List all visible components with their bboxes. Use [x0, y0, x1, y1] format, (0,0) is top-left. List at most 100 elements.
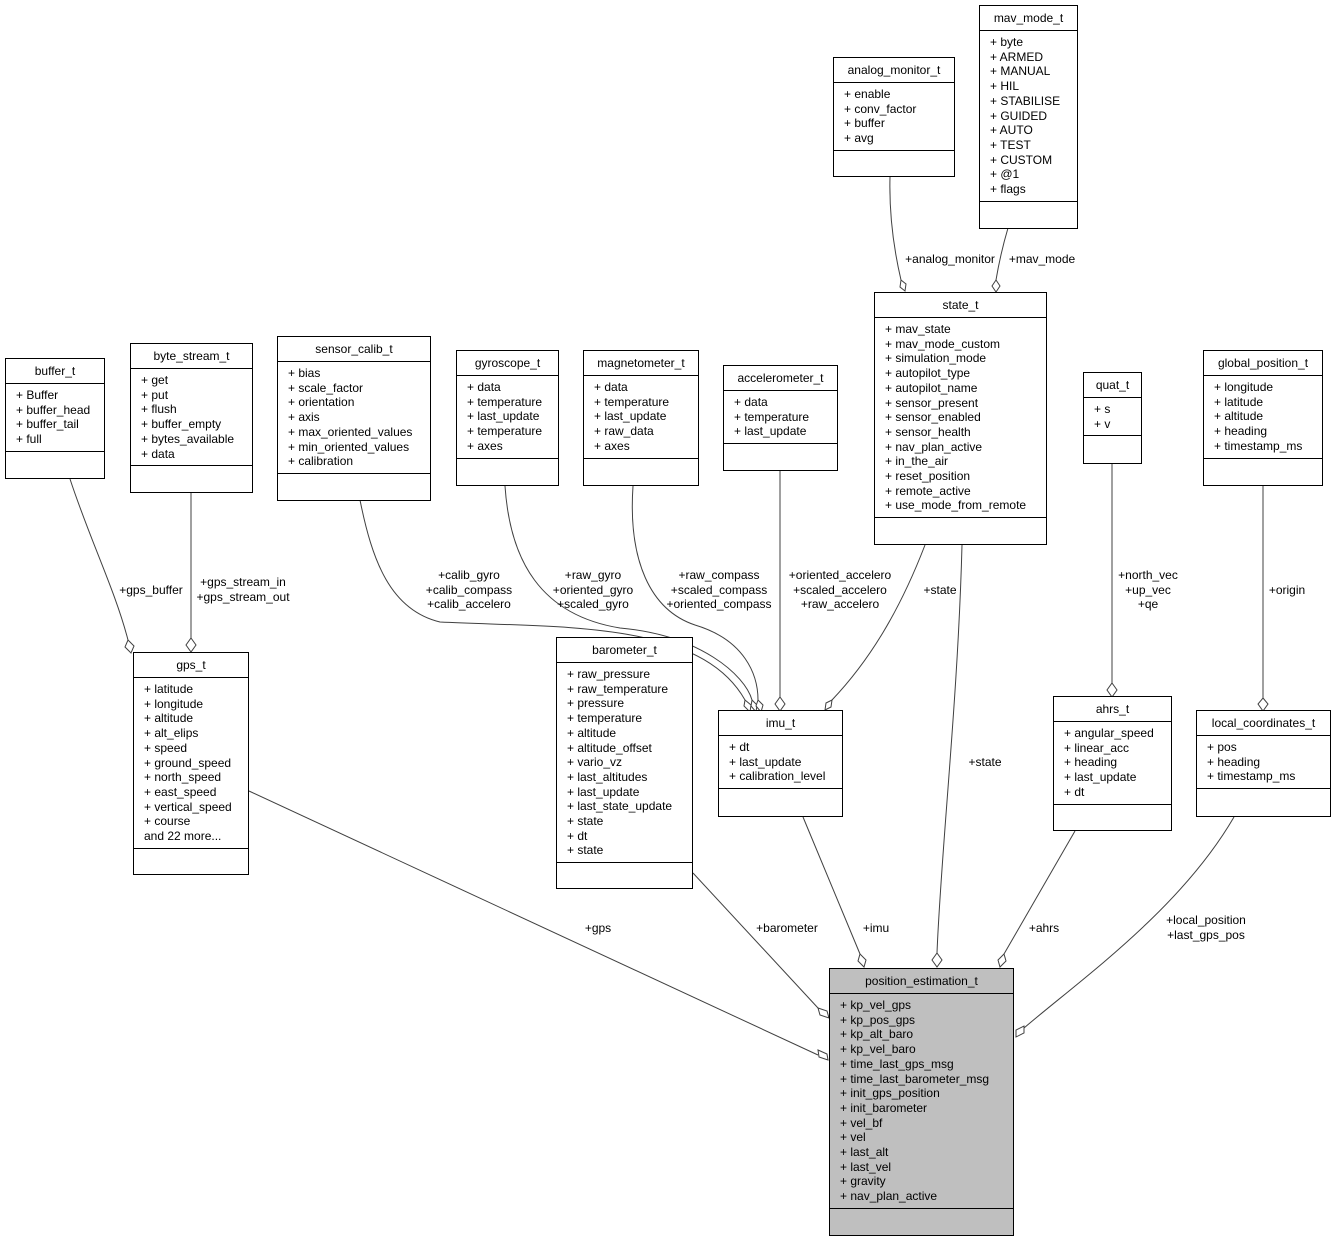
field: + avg: [844, 131, 874, 146]
field: + last_update: [729, 754, 802, 769]
node-title: imu_t: [719, 711, 842, 736]
edge-label-quat: +north_vec +up_vec +qe: [1118, 568, 1178, 612]
field: + temperature: [467, 394, 543, 409]
edge-label-line: +state: [923, 583, 957, 597]
node-gyroscope-t: gyroscope_t + data + temperature + last_…: [456, 350, 559, 486]
node-local-coordinates-t: local_coordinates_t + pos + heading + ti…: [1196, 710, 1331, 817]
edge-label-gps-stream: +gps_stream_in +gps_stream_out: [196, 575, 289, 604]
field: + raw_temperature: [567, 681, 669, 696]
edge-label-line: +qe: [1137, 597, 1159, 612]
node-fields: + longitude + latitude + altitude + head…: [1204, 376, 1322, 459]
diamond-ahrs: [997, 953, 1007, 968]
edge-label-gps: +gps: [585, 921, 611, 936]
field: + raw_pressure: [567, 667, 651, 681]
edge-label-line: +origin: [1268, 583, 1306, 597]
field: + last_update: [734, 424, 807, 439]
field: + remote_active: [885, 483, 971, 498]
node-title: position_estimation_t: [830, 969, 1013, 994]
field: + CUSTOM: [990, 152, 1053, 167]
edge-ahrs: [1003, 830, 1076, 955]
node-barometer-t: barometer_t + raw_pressure + raw_tempera…: [556, 637, 693, 889]
edge-imu: [802, 816, 861, 955]
field: + longitude: [1214, 380, 1274, 394]
field: + heading: [1064, 755, 1118, 770]
node-fields: + angular_speed + linear_acc + heading +…: [1054, 722, 1171, 805]
field: + AUTO: [990, 123, 1033, 138]
field: + latitude: [144, 682, 194, 696]
node-fields: + data + temperature + last_update: [724, 391, 837, 445]
field: + linear_acc: [1064, 740, 1130, 755]
edge-local: [1023, 816, 1235, 1029]
field: + get: [141, 373, 169, 387]
field: + data: [734, 395, 768, 409]
field: + nav_plan_active: [885, 439, 983, 454]
diamond-barometer: [817, 1007, 830, 1019]
edge-label-barometer: +barometer: [756, 921, 818, 936]
edge-label-line: +oriented_accelero: [788, 568, 892, 582]
diamond-local: [1015, 1025, 1025, 1038]
field: + last_update: [1064, 770, 1137, 785]
node-fields: + Buffer + buffer_head + buffer_tail + f…: [6, 384, 104, 452]
field: + TEST: [990, 137, 1031, 152]
edge-label-compass: +raw_compass +scaled_compass +oriented_c…: [666, 568, 771, 612]
field: + bytes_available: [141, 431, 235, 446]
node-fields: + bias + scale_factor + orientation + ax…: [278, 362, 430, 474]
node-fields: + kp_vel_gps + kp_pos_gps + kp_alt_baro …: [830, 994, 1013, 1209]
field: + conv_factor: [844, 101, 917, 116]
node-fields: + raw_pressure + raw_temperature + press…: [557, 663, 692, 864]
field: + speed: [144, 740, 188, 755]
field: + last_alt: [840, 1145, 889, 1160]
edge-label-line: +gps_stream_out: [196, 589, 290, 604]
edge-label-line: +raw_gyro: [564, 568, 622, 582]
node-gps-t: gps_t + latitude + longitude + altitude …: [133, 652, 249, 875]
field: + kp_pos_gps: [840, 1012, 916, 1027]
field: + alt_elips: [144, 726, 199, 741]
diamond-quat: [1106, 682, 1118, 698]
node-title: quat_t: [1084, 373, 1141, 398]
edge-label-analog-monitor: +analog_monitor: [905, 252, 995, 267]
node-ahrs-t: ahrs_t + angular_speed + linear_acc + he…: [1053, 696, 1172, 831]
edge-label-gps-buffer: +gps_buffer: [119, 583, 183, 598]
edge-label-line: +gps_buffer: [119, 583, 183, 597]
node-fields: + mav_state + mav_mode_custom + simulati…: [875, 318, 1046, 519]
field: and 22 more...: [144, 829, 222, 844]
field: + HIL: [990, 79, 1020, 94]
edge-label-origin: +origin: [1269, 583, 1305, 598]
field: + gravity: [840, 1174, 886, 1189]
field: + kp_alt_baro: [840, 1027, 914, 1042]
edge-label-state-pos: +state: [968, 755, 1001, 770]
edge-label-line: +analog_monitor: [905, 252, 995, 266]
field: + buffer: [844, 116, 885, 131]
edge-label-line: +scaled_compass: [670, 582, 768, 597]
field: + Buffer: [16, 388, 59, 402]
diamond-analog-monitor: [899, 279, 907, 292]
node-title: byte_stream_t: [131, 344, 252, 369]
node-buffer-t: buffer_t + Buffer + buffer_head + buffer…: [5, 358, 105, 479]
field: + dt: [729, 740, 750, 754]
field: + sensor_enabled: [885, 410, 981, 425]
field: + state: [567, 843, 604, 858]
node-title: mav_mode_t: [980, 6, 1077, 31]
field: + time_last_gps_msg: [840, 1056, 954, 1071]
field: + data: [467, 380, 501, 394]
field: + axes: [467, 438, 503, 453]
field: + north_speed: [144, 770, 222, 785]
edge-label-imu: +imu: [863, 921, 889, 936]
field: + vel_bf: [840, 1115, 883, 1130]
edge-label-line: +scaled_accelero: [793, 582, 887, 597]
edge-label-calib: +calib_gyro +calib_compass +calib_accele…: [426, 568, 512, 612]
field: + GUIDED: [990, 108, 1048, 123]
field: + v: [1094, 416, 1111, 431]
field: + use_mode_from_remote: [885, 498, 1027, 513]
field: + mav_state: [885, 322, 951, 336]
node-fields: + latitude + longitude + altitude + alt_…: [134, 678, 248, 849]
field: + byte: [990, 35, 1024, 49]
field: + axes: [594, 438, 630, 453]
diamond-accelero: [774, 696, 786, 712]
diamond-state-pos: [931, 952, 943, 968]
node-state-t: state_t + mav_state + mav_mode_custom + …: [874, 292, 1047, 545]
field: + init_barometer: [840, 1100, 928, 1115]
field: + temperature: [734, 409, 810, 424]
diamond-mav-mode: [991, 279, 1001, 293]
field: + last_update: [594, 409, 667, 424]
